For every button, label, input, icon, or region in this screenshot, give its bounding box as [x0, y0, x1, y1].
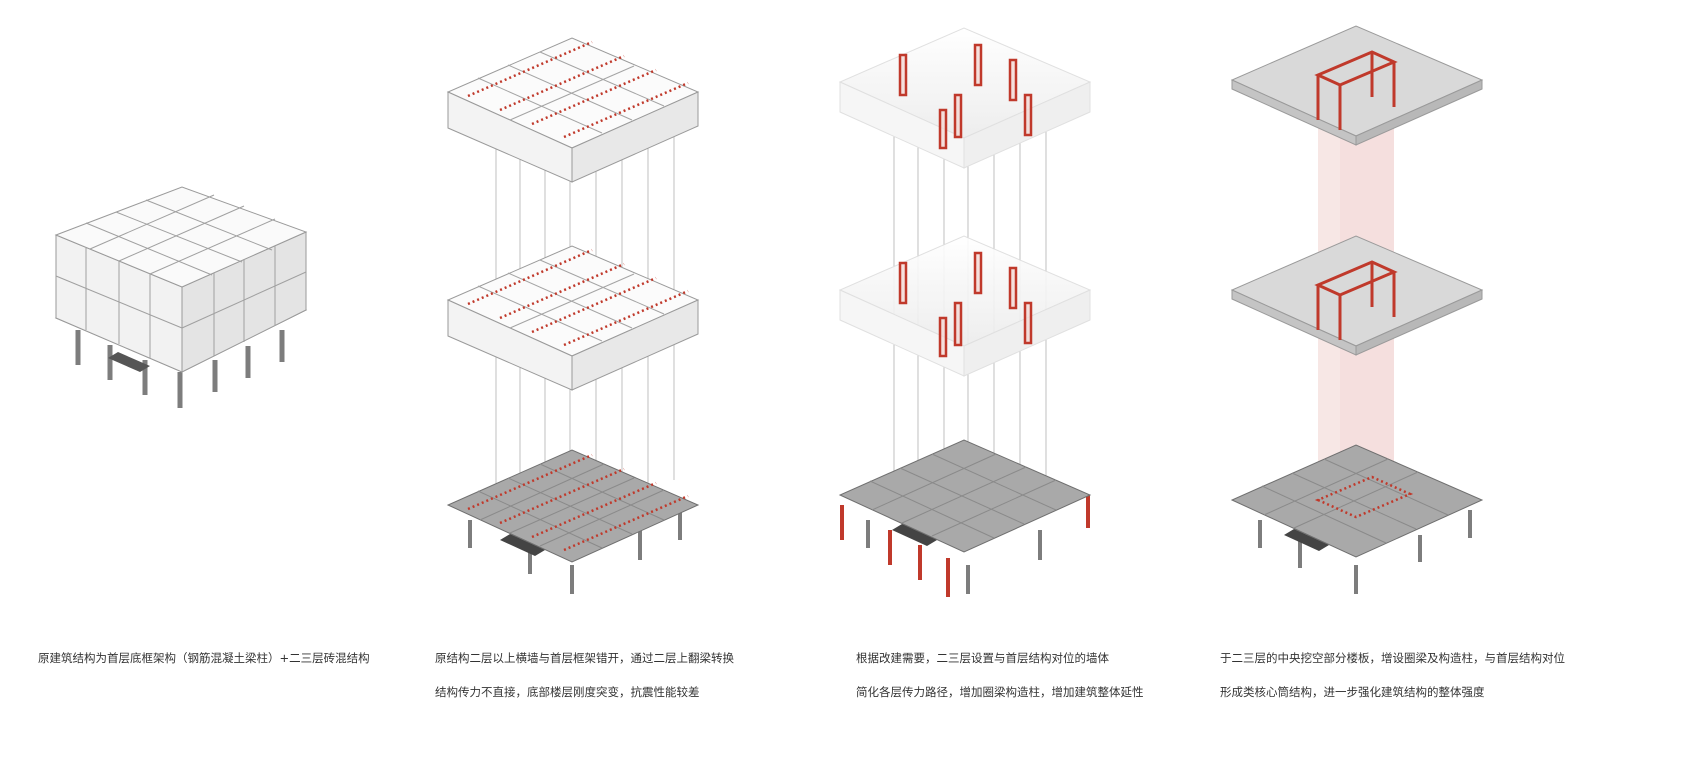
ground-floor-frame: [1230, 444, 1484, 594]
caption-line: 根据改建需要，二三层设置与首层结构对位的墙体: [856, 651, 1109, 665]
ground-core-ring: [1314, 475, 1414, 519]
panel-4-diagram: [1230, 25, 1484, 594]
floor-2-aligned-walls: [898, 251, 1033, 358]
floor-3-walls: [446, 37, 700, 183]
caption-line: 原建筑结构为首层底框架构（钢筋混凝土梁柱）+二三层砖混结构: [38, 651, 370, 665]
caption-line: 于二三层的中央挖空部分楼板，增设圈梁及构造柱，与首层结构对位: [1220, 651, 1565, 665]
ground-floor-frame: [838, 439, 1092, 597]
panel-3-caption: 根据改建需要，二三层设置与首层结构对位的墙体 简化各层传力路径，增加圈梁构造柱，…: [856, 641, 1144, 709]
panel-4-caption: 于二三层的中央挖空部分楼板，增设圈梁及构造柱，与首层结构对位 形成类核心筒结构，…: [1220, 641, 1565, 709]
caption-line: 结构传力不直接，底部楼层刚度突变，抗震性能较差: [435, 685, 700, 699]
ground-floor-frame: [446, 449, 700, 594]
caption-line: 简化各层传力路径，增加圈梁构造柱，增加建筑整体延性: [856, 685, 1144, 699]
panel-2-caption: 原结构二层以上横墙与首层框架错开，通过二层上翻梁转换 结构传力不直接，底部楼层刚…: [435, 641, 734, 709]
caption-line: 原结构二层以上横墙与首层框架错开，通过二层上翻梁转换: [435, 651, 734, 665]
added-columns: [840, 495, 1090, 597]
panel-3-diagram: [838, 27, 1092, 597]
floor-2-walls: [446, 245, 700, 391]
panel-1-caption: 原建筑结构为首层底框架构（钢筋混凝土梁柱）+二三层砖混结构: [38, 641, 370, 675]
floor-2-core-frame: [1314, 260, 1398, 340]
floor-3-aligned-walls: [898, 43, 1033, 150]
floor-3-core-frame: [1314, 50, 1398, 130]
caption-line: 形成类核心筒结构，进一步强化建筑结构的整体强度: [1220, 685, 1485, 699]
panel-2-diagram: [446, 37, 700, 594]
panel-1-building: [54, 186, 308, 408]
